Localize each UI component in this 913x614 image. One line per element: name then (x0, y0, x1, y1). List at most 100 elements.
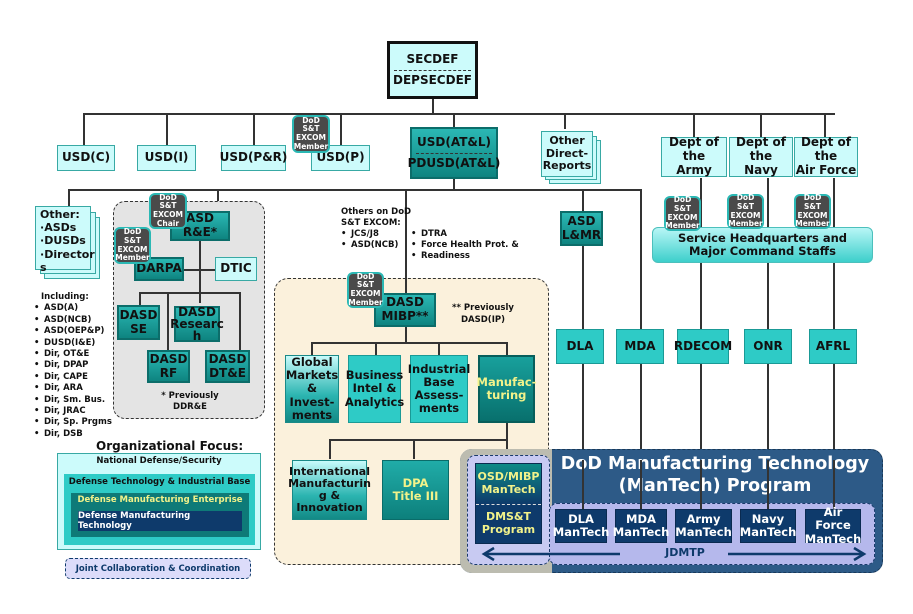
text-line: Industrial (407, 361, 471, 376)
text-line: SE (130, 321, 147, 336)
other-asds-box: Other: ·ASDs ·DUSDs ·Director s (35, 206, 95, 274)
text-line: Innovation (296, 501, 363, 515)
list-item: JCS/J8 (341, 229, 411, 240)
other-asds-title: Other: (40, 208, 80, 221)
connector (506, 423, 508, 465)
connector (564, 113, 566, 129)
agency-dla-box: DLA (556, 329, 604, 364)
jdmtp-arrow (481, 546, 867, 562)
connector (767, 460, 769, 510)
other-direct-reports-box: Other Direct- Reports (541, 131, 593, 177)
text-line: DASD (119, 307, 158, 322)
jdmtp-label: JDMTP (665, 546, 705, 559)
including-title: Including: (41, 292, 89, 302)
badge-line: EXCOM (117, 244, 148, 254)
badge-line: DoD S&T (302, 115, 320, 134)
badge-line: EXCOM (296, 133, 326, 142)
focus-level-4: Defense Manufacturing Technology (78, 511, 191, 531)
connector (139, 292, 141, 306)
text-line: Intel & (352, 381, 397, 396)
usd-atl-label: USD(AT&L) (417, 134, 491, 149)
text-line: h (192, 329, 202, 343)
text-line: s (40, 260, 47, 274)
focus-level-1: National Defense/Security (96, 456, 222, 466)
arrow-right-icon (853, 546, 867, 562)
connector (582, 460, 584, 510)
text-line: International (289, 464, 370, 478)
text-line: ·Director (40, 247, 95, 261)
connector (405, 278, 407, 294)
including-item: Dir, CAPE (34, 372, 112, 384)
dtic-label: DTIC (220, 261, 252, 276)
pdusd-atl-label: PDUSD(AT&L) (407, 155, 501, 170)
text-line: Program (481, 523, 536, 536)
connector (582, 189, 584, 211)
excom-left-list: JCS/J8 ASD(NCB) (341, 229, 411, 251)
text-line: ManTech (804, 531, 862, 546)
text-line: & Invest- (289, 381, 335, 409)
badge-line: Chair (156, 218, 180, 228)
text-line: Others on DoD (341, 207, 412, 217)
text-line: ·DUSDs (40, 234, 86, 248)
badge-line: EXCOM (730, 210, 761, 220)
text-line: Readiness (421, 251, 470, 261)
connector (453, 113, 455, 129)
excom-others-note: Others on DoD S&T EXCOM: JCS/J8 ASD(NCB) (341, 207, 411, 251)
connector (693, 113, 695, 137)
text-line: ASD (186, 211, 214, 226)
badge-line: Member (115, 253, 150, 263)
text-line: ASD (567, 213, 596, 228)
text-line: Analytics (344, 394, 405, 409)
badge-line: DoD S&T (673, 195, 692, 213)
text-line: turing (486, 388, 527, 402)
usd-i-label: USD(I) (144, 150, 189, 165)
darpa-box: DARPA (134, 257, 184, 281)
text-line: Direct- (545, 146, 589, 160)
agency-rdecom-box: RDECOM (674, 329, 732, 364)
usd-pr-box: USD(P&R) (220, 145, 287, 171)
usd-i-box: USD(I) (137, 145, 196, 171)
usd-c-box: USD(C) (57, 145, 115, 171)
divider (394, 69, 471, 71)
depsecdef-label: DEPSECDEF (393, 72, 472, 87)
text-line: ments (291, 407, 333, 422)
connector (405, 327, 407, 343)
connector (375, 342, 377, 356)
including-item: ASD(OEP&P) (34, 326, 112, 338)
text-line: g & (318, 489, 341, 502)
text-line: Dept of the (668, 135, 720, 164)
text-line: ManTech (481, 483, 536, 496)
text-line: Navy (751, 511, 785, 526)
connector (833, 460, 835, 510)
list: DTRA Force Health Prot. & Readiness (411, 229, 519, 262)
badge-line: DoD S&T (123, 227, 142, 245)
text-line: DUSDs (44, 234, 86, 248)
badge-line: EXCOM (797, 210, 828, 220)
focus-level-2: Defense Technology & Industrial Base (68, 477, 251, 487)
darpa-label: DARPA (136, 261, 182, 276)
badge-line: DoD S&T (803, 193, 822, 211)
text-line: DASD (386, 295, 424, 310)
dtic-box: DTIC (215, 257, 257, 281)
connector (166, 113, 168, 145)
text-line: (ManTech) Program (618, 476, 812, 496)
badge-line: DoD S&T (736, 193, 755, 211)
excom-right-list: DTRA Force Health Prot. & Readiness (411, 229, 519, 262)
agency-label: MDA (624, 338, 656, 353)
agency-label: DLA (566, 338, 594, 353)
text-line: L&MR (561, 227, 602, 242)
text-line: Army (686, 511, 721, 526)
